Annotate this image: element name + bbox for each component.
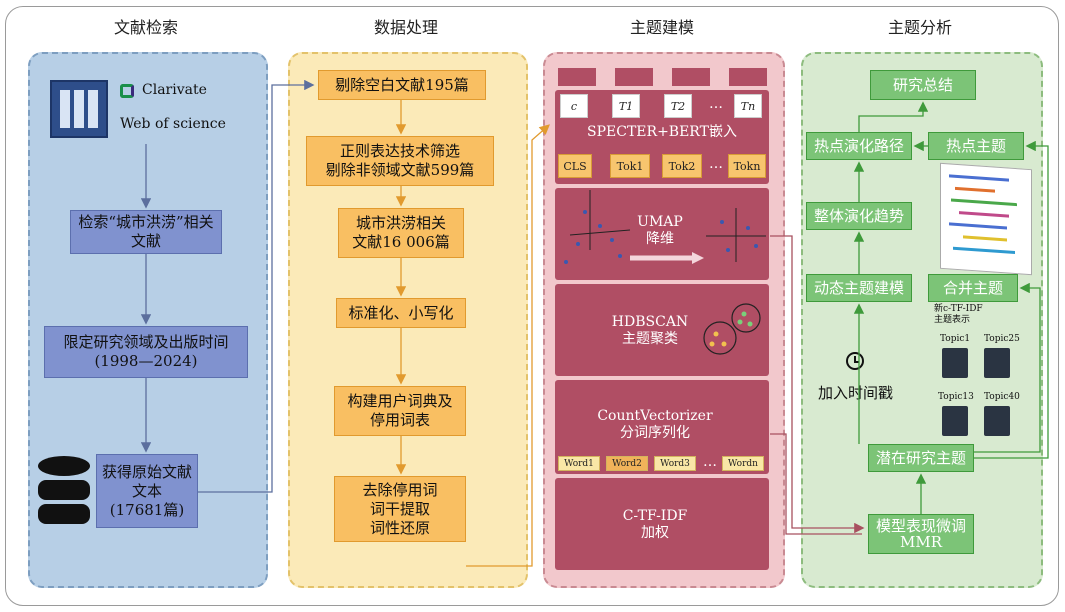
topic-label-13: Topic13 bbox=[938, 392, 974, 402]
word-ellipsis: … bbox=[703, 454, 717, 470]
merge-box: 合并主题 bbox=[928, 274, 1018, 302]
output-token-ellipsis: … bbox=[709, 156, 723, 172]
hdbscan-label: HDBSCAN 主题聚类 bbox=[611, 314, 689, 347]
diagram-frame bbox=[5, 6, 1059, 606]
output-token-2: Tok2 bbox=[662, 154, 702, 178]
ctfidf-module bbox=[555, 478, 769, 570]
bookshelf-icon bbox=[50, 80, 108, 138]
output-token-cls: CLS bbox=[558, 154, 592, 178]
umap-module bbox=[555, 188, 769, 280]
hot-topics-text: 热点主题 bbox=[945, 136, 1006, 155]
output-token-n: Tokn bbox=[728, 154, 766, 178]
countvec-label: CountVectorizer 分词序列化 bbox=[597, 408, 713, 441]
input-token-t2: T2 bbox=[664, 94, 692, 118]
proc-step6: 去除停用词 词干提取 词性还原 bbox=[334, 476, 466, 542]
latent-topics-text: 潜在研究主题 bbox=[875, 448, 966, 467]
hdbscan-clusters bbox=[703, 303, 761, 355]
clarivate-logo-icon bbox=[120, 84, 134, 98]
evolution-path-text: 热点演化路径 bbox=[813, 136, 904, 155]
word-1: Word1 bbox=[558, 456, 600, 471]
output-token-1: Tok1 bbox=[610, 154, 650, 178]
column-title-retrieval: 文献检索 bbox=[113, 18, 178, 37]
word-n: Wordn bbox=[722, 456, 764, 471]
mmr-box: 模型表现微调 MMR bbox=[868, 514, 974, 554]
proc-step5: 构建用户词典及 停用词表 bbox=[334, 386, 466, 436]
mmr-text: 模型表现微调 MMR bbox=[875, 517, 966, 551]
dynamic-model-text: 动态主题建模 bbox=[813, 278, 904, 297]
proc-step5-text: 构建用户词典及 停用词表 bbox=[347, 392, 453, 429]
document-icon-13 bbox=[942, 406, 968, 436]
limit-box-text: 限定研究领域及出版时间 (1998—2024) bbox=[63, 333, 229, 370]
overall-trend-box: 整体演化趋势 bbox=[806, 202, 912, 230]
hot-topics-box: 热点主题 bbox=[928, 132, 1024, 160]
proc-step1-text: 剔除空白文献195篇 bbox=[335, 75, 469, 94]
input-token-ellipsis: … bbox=[709, 96, 723, 112]
input-token-c: c bbox=[560, 94, 588, 118]
umap-label: UMAP 降维 bbox=[637, 214, 683, 247]
proc-step2-text: 正则表达技术筛选 剔除非领域文献599篇 bbox=[325, 142, 475, 179]
proc-step2: 正则表达技术筛选 剔除非领域文献599篇 bbox=[306, 136, 494, 186]
timestamp-label: 加入时间戳 bbox=[818, 384, 894, 402]
proc-step4-text: 标准化、小写化 bbox=[348, 303, 454, 322]
ctfidf-label: C-TF-IDF 加权 bbox=[622, 508, 688, 541]
word-3: Word3 bbox=[654, 456, 696, 471]
word-2: Word2 bbox=[606, 456, 648, 471]
new-repr-label: 新c-TF-IDF 主题表示 bbox=[934, 304, 983, 325]
topic-label-25: Topic25 bbox=[984, 334, 1020, 344]
summary-text: 研究总结 bbox=[892, 75, 953, 94]
overall-trend-text: 整体演化趋势 bbox=[813, 206, 904, 225]
topic-label-1: Topic1 bbox=[940, 334, 971, 344]
database-icon bbox=[38, 456, 90, 526]
latent-topics-box: 潜在研究主题 bbox=[868, 444, 974, 472]
input-token-tn: Tn bbox=[734, 94, 762, 118]
umap-scatter bbox=[564, 190, 766, 264]
document-icon-25 bbox=[984, 348, 1010, 378]
proc-step3-text: 城市洪涝相关 文献16 006篇 bbox=[352, 214, 450, 251]
column-title-analysis: 主题分析 bbox=[887, 18, 952, 37]
proc-step6-text: 去除停用词 词干提取 词性还原 bbox=[362, 480, 438, 537]
column-title-processing: 数据处理 bbox=[373, 18, 438, 37]
column-title-modeling: 主题建模 bbox=[629, 18, 694, 37]
merge-text: 合并主题 bbox=[942, 278, 1003, 297]
wos-label: Web of science bbox=[120, 116, 226, 132]
proc-step1: 剔除空白文献195篇 bbox=[318, 70, 486, 100]
proc-step3: 城市洪涝相关 文献16 006篇 bbox=[338, 208, 464, 258]
search-box: 检索“城市洪涝”相关文献 bbox=[70, 210, 222, 254]
evolution-path-box: 热点演化路径 bbox=[806, 132, 912, 160]
limit-box: 限定研究领域及出版时间 (1998—2024) bbox=[44, 326, 248, 378]
proc-step4: 标准化、小写化 bbox=[336, 298, 466, 328]
clock-icon bbox=[846, 352, 864, 370]
document-icon-40 bbox=[984, 406, 1010, 436]
obtain-box-text: 获得原始文献文本 (17681篇) bbox=[101, 462, 192, 519]
summary-box: 研究总结 bbox=[870, 70, 976, 100]
search-box-text: 检索“城市洪涝”相关文献 bbox=[78, 213, 214, 250]
clarivate-label: Clarivate bbox=[142, 82, 207, 98]
dynamic-model-box: 动态主题建模 bbox=[806, 274, 912, 302]
document-icon-1 bbox=[942, 348, 968, 378]
topic-label-40: Topic40 bbox=[984, 392, 1020, 402]
obtain-box: 获得原始文献文本 (17681篇) bbox=[96, 454, 198, 528]
input-token-t1: T1 bbox=[612, 94, 640, 118]
embed-label: SPECTER+BERT嵌入 bbox=[587, 124, 737, 140]
